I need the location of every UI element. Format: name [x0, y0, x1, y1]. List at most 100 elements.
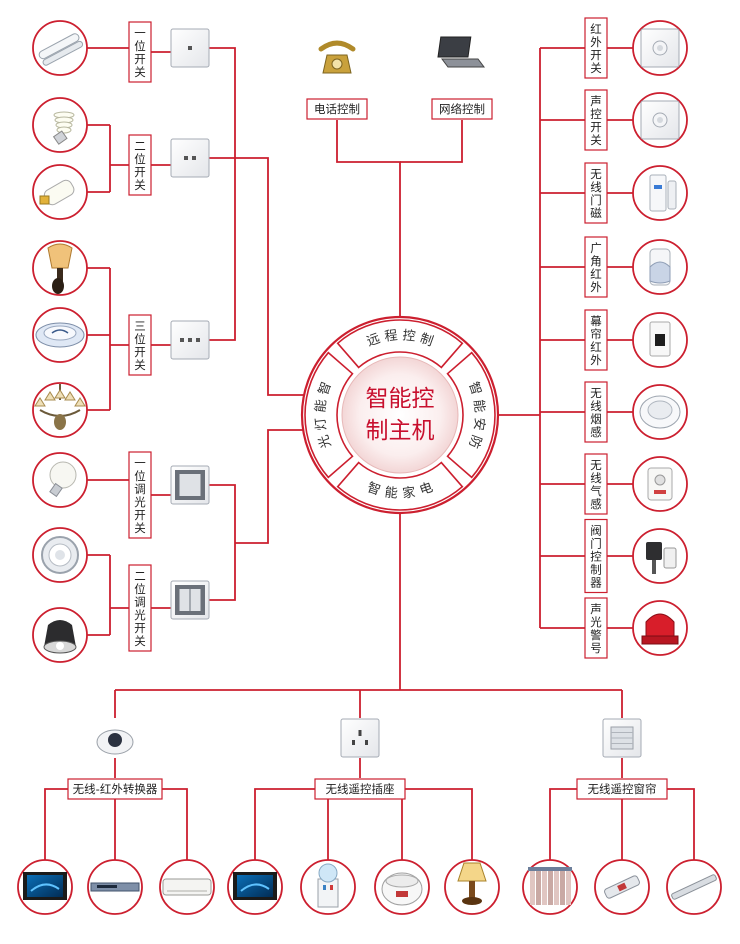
security-box-5: 无线烟感: [584, 381, 608, 443]
security-box-6: 无线气感: [584, 453, 608, 515]
appliance-box-1-label: 无线遥控插座: [326, 782, 395, 796]
hub-title-line2: 制主机: [366, 418, 435, 444]
sound-switch-icon: [640, 100, 680, 140]
remote-box-1-label: 网络控制: [439, 102, 485, 116]
switch-box-3: 一位调光开关: [128, 451, 152, 539]
security-box-2: 无线门磁: [584, 162, 608, 224]
dimmer-bus-to-hub: [235, 429, 305, 544]
connector-lines: [44, 47, 695, 862]
lamp-circle-7: [32, 527, 88, 583]
hub-segment-char: 智: [465, 380, 483, 397]
appliance-box-2: 无线遥控窗帘: [576, 778, 668, 800]
hub-segment-char: 家: [402, 484, 417, 501]
security-box-6-label: 无线气感: [590, 458, 602, 511]
gas-detector-icon: [647, 467, 673, 501]
security-box-8-label: 声光警号: [590, 602, 602, 655]
downlight-icon: [41, 536, 79, 574]
air-conditioner-icon: [162, 878, 212, 896]
security-box-3-label: 广角红外: [590, 241, 602, 294]
siren-icon: [641, 613, 679, 645]
security-box-4: 幕帘红外: [584, 309, 608, 371]
lamp-circle-2: [32, 164, 88, 220]
switch-panel-1: [170, 138, 210, 178]
switch-panel-2: [170, 320, 210, 360]
switch-box-1: 二位开关: [128, 134, 152, 196]
dvd-player-icon: [90, 882, 140, 892]
appliance-box-2-label: 无线遥控窗帘: [588, 782, 657, 796]
hub-segment-char: 电: [418, 480, 435, 498]
pir-switch-icon: [640, 28, 680, 68]
hub-segment-char: 智: [316, 380, 334, 397]
switch-box-4-label: 二位调光开关: [134, 569, 146, 648]
security-circle-1: [632, 92, 688, 148]
remote-box-0: 电话控制: [306, 98, 368, 120]
appliance-item-circle-1-0: [227, 859, 283, 915]
hub-segment-char: 能: [313, 399, 329, 414]
security-box-2-label: 无线门磁: [590, 167, 602, 220]
appliance-right-branch: [667, 788, 695, 862]
security-box-1-label: 声控开关: [590, 94, 602, 147]
appliance-right-branch: [405, 788, 473, 862]
appliance-left-branch: [549, 788, 577, 862]
hub-core: [341, 356, 459, 474]
lamp-circle-3: [32, 240, 88, 296]
valve-controller-icon: [646, 542, 677, 574]
spotlight-icon: [43, 620, 77, 654]
table-lamp-icon: [457, 862, 487, 905]
appliance-box-0: 无线-红外转换器: [67, 778, 163, 800]
door-sensor-icon: [649, 174, 677, 212]
appliance-item-circle-0-2: [159, 859, 215, 915]
switch-box-0: 一位开关: [128, 21, 152, 83]
switch-box-4: 二位调光开关: [128, 564, 152, 652]
hub-segment-char: 控: [402, 328, 417, 344]
curtain-panel-icon: [602, 718, 642, 758]
security-circle-3: [632, 239, 688, 295]
remote-box-1: 网络控制: [431, 98, 493, 120]
switch-bus-on-off: [209, 47, 236, 341]
cfl-tube-icon: [39, 179, 75, 206]
telephone-icon: [318, 40, 356, 74]
lamp-circle-6: [32, 452, 88, 508]
appliance-box-0-label: 无线-红外转换器: [73, 782, 158, 796]
appliance-item-circle-1-3: [444, 859, 500, 915]
remote-trunk: [336, 120, 401, 317]
lamp-circle-8: [32, 607, 88, 663]
curtain-icon: [528, 867, 572, 905]
security-circle-6: [632, 456, 688, 512]
rice-cooker-icon: [381, 872, 423, 906]
curtain-pir-icon: [649, 321, 671, 357]
switch-box-2: 三位开关: [128, 314, 152, 376]
hub-segment-char: 灯: [313, 417, 329, 432]
security-circle-8: [632, 600, 688, 656]
appliance-item-circle-1-1: [300, 859, 356, 915]
security-circle-0: [632, 20, 688, 76]
lamp-circle-4: [32, 307, 88, 363]
lamp-circle-5: [32, 382, 88, 438]
socket-icon: [340, 718, 380, 758]
security-box-4-label: 幕帘红外: [590, 314, 602, 367]
security-circle-4: [632, 312, 688, 368]
switch-box-2-label: 三位开关: [134, 319, 146, 372]
security-box-7: 阀门控制器: [584, 518, 608, 594]
switch-box-1-label: 二位开关: [134, 139, 146, 192]
remote-box-0-label: 电话控制: [314, 102, 360, 116]
hub-segment-char: 程: [384, 328, 399, 344]
hub-segment-char: 能: [384, 485, 399, 501]
switch-panel-4: [170, 580, 210, 620]
security-circle-5: [632, 384, 688, 440]
lamp-circle-0: [32, 20, 88, 76]
hub-segment-char: 远: [365, 331, 382, 349]
hub-title-line1: 智能控: [366, 386, 435, 412]
smoke-detector-icon: [639, 395, 681, 429]
appliance-item-circle-2-1: [594, 859, 650, 915]
hub-segment-bottom: 智能家电: [336, 461, 464, 511]
appliance-item-circle-0-1: [87, 859, 143, 915]
ir-converter-icon: [96, 729, 134, 755]
water-dispenser-icon: [317, 863, 339, 908]
curtain-motor-icon: [604, 875, 640, 899]
label-boxes: 电话控制网络控制一位开关二位开关三位开关一位调光开关二位调光开关红外开关声控开关…: [67, 17, 668, 800]
switch-box-3-label: 一位调光开关: [134, 456, 146, 535]
